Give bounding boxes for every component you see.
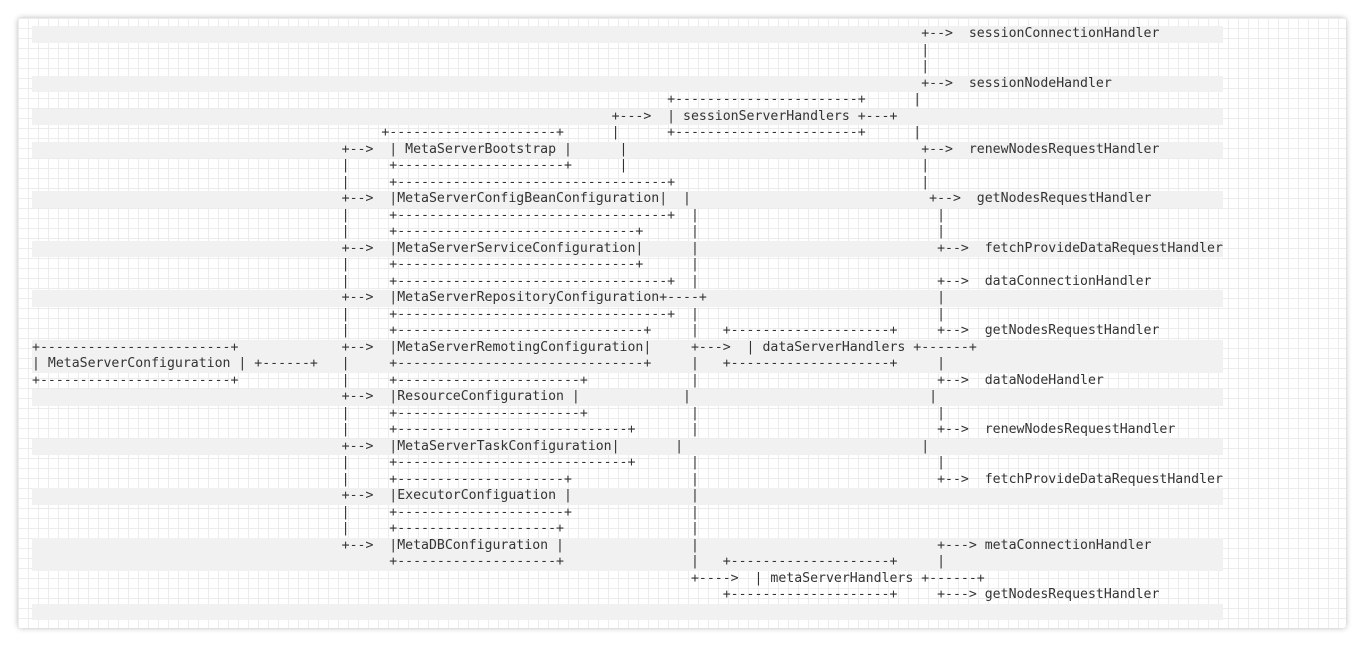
diagram-line: | +----------------------------------+ |…: [32, 207, 946, 223]
diagram-line: | +----------------------------------+ |…: [32, 306, 946, 322]
diagram-line: +--> | MetaServerBootstrap | | +--> rene…: [32, 141, 1223, 158]
diagram-line: +--> |MetaServerServiceConfiguration| | …: [32, 240, 1223, 257]
diagram-line: +---> | sessionServerHandlers +---+: [32, 108, 1223, 125]
diagram-line: | +--------------------+ |: [32, 521, 699, 536]
diagram-line: | +----------------------------------+ |…: [32, 273, 1152, 289]
diagram-line: +-----------------------+ |: [32, 92, 922, 107]
diagram-line: |: [32, 59, 930, 74]
diagram-line: | MetaServerConfiguration | +------+ | +…: [32, 356, 1223, 373]
diagram-line: | +-----------------------------+ | |: [32, 455, 946, 470]
diagram-canvas: +--> sessionConnectionHandler |: [18, 18, 1346, 628]
diagram-line: +------------------------+ | +----------…: [32, 372, 1104, 388]
diagram-line: +--> |MetaDBConfiguration | | +---> meta…: [32, 537, 1223, 554]
diagram-line: +----> | metaServerHandlers +------+: [32, 570, 985, 586]
diagram-line: | +---------------------+ |: [32, 504, 699, 520]
diagram-line: +--> |ResourceConfiguration | | |: [32, 389, 1223, 406]
diagram-line: | +------------------------------+ | |: [32, 224, 946, 239]
diagram-line: +------------------------+ +--> |MetaSer…: [32, 339, 1223, 356]
diagram-line: | +---------------------+ | |: [32, 158, 930, 173]
diagram-line: | +----------------------------------+ |: [32, 174, 930, 190]
diagram-line: | +------------------------------+ |: [32, 257, 699, 272]
diagram-line: +--------------------+ | +--------------…: [32, 554, 1223, 571]
diagram-line: +--> sessionConnectionHandler: [32, 26, 1223, 43]
diagram-line: | +-----------------------------+ | +-->…: [32, 422, 1176, 437]
diagram-line: +--> |MetaServerConfigBeanConfiguration|…: [32, 191, 1223, 208]
diagram-line: | +-----------------------+ | |: [32, 405, 946, 421]
diagram-line: | +-------------------------------+ | +-…: [32, 323, 1160, 338]
diagram-line: +--> |MetaServerRepositoryConfiguration+…: [32, 290, 1223, 307]
diagram-line: +--> sessionNodeHandler: [32, 75, 1223, 92]
ascii-diagram: +--> sessionConnectionHandler |: [32, 26, 1223, 637]
diagram-line: [32, 603, 1223, 620]
diagram-line: |: [32, 42, 930, 58]
diagram-line: | +---------------------+ | +--> fetchPr…: [32, 471, 1223, 487]
diagram-line: +--> |ExecutorConfiguation | |: [32, 488, 1223, 505]
diagram-line: +--> |MetaServerTaskConfiguration| | |: [32, 438, 1223, 455]
diagram-line: +---------------------+ | +-------------…: [32, 125, 922, 140]
diagram-line: +--------------------+ +---> getNodesReq…: [32, 587, 1160, 602]
